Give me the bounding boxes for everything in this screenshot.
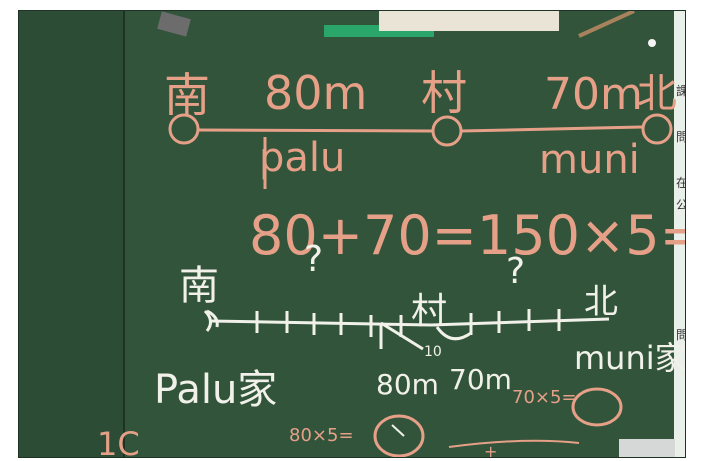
bracket-70m	[435, 326, 472, 341]
side-note: 公	[676, 198, 686, 212]
middle-circle	[431, 115, 463, 147]
village-label-top: 村	[421, 66, 467, 120]
bracket-80m	[379, 321, 424, 351]
answer-circle-right	[571, 387, 623, 427]
mark-80m: 80m	[376, 368, 439, 401]
right-end-circle	[641, 113, 673, 145]
magnet-dot	[648, 39, 656, 47]
chalk-tray	[619, 439, 675, 457]
chalkboard: 南 80m 村 70m 北 palu muni 80+70=150×5=750 …	[18, 10, 686, 458]
side-note: 課	[676, 83, 686, 98]
name-left-label: palu	[259, 135, 345, 181]
left-end-circle	[168, 113, 200, 145]
bottom-left-mark	[203, 309, 219, 332]
total-equation: 80+70=150×5=750	[249, 204, 686, 267]
name-right-label: muni	[539, 137, 640, 183]
side-note: 在	[676, 176, 686, 190]
calc-left: 80×5=	[289, 425, 354, 446]
bottom-number-line: 南 ? ? 村 北	[154, 239, 686, 413]
south-label-bottom: 南	[179, 263, 219, 309]
plus-sign: +	[484, 442, 497, 458]
paper-top	[379, 11, 559, 31]
multiplication-notes: 70×5= 80×5= +	[289, 387, 623, 458]
calc-right: 70×5=	[512, 387, 577, 408]
question-mark-left: ?	[304, 239, 323, 280]
north-label-bottom: 北	[584, 282, 618, 322]
answer-circle-mark	[391, 424, 405, 437]
bottom-arc	[448, 439, 580, 448]
left-segment	[197, 128, 434, 133]
distance-left-label: 80m	[264, 66, 367, 120]
mark-10: 10	[424, 344, 442, 360]
question-mark-right: ?	[506, 251, 525, 292]
north-label-top: 北	[637, 71, 677, 117]
label-right-house: muni家	[574, 339, 686, 377]
side-note: 問	[676, 328, 686, 342]
chalkboard-drawing: 南 80m 村 70m 北 palu muni 80+70=150×5=750 …	[19, 11, 686, 458]
board-left-panel	[19, 11, 124, 457]
mark-70m: 70m	[449, 363, 512, 396]
right-paper-strip	[674, 11, 685, 457]
eraser-magnet	[157, 11, 191, 37]
label-left-house: Palu家	[154, 367, 277, 413]
right-segment	[460, 125, 644, 133]
bottom-line-left	[210, 319, 432, 327]
side-note: 問	[676, 130, 686, 144]
south-label-top: 南	[164, 68, 210, 122]
wooden-pointer	[578, 11, 635, 38]
answer-circle-left	[373, 414, 425, 457]
distance-right-label: 70m	[544, 69, 643, 120]
corner-mark: 1C	[97, 425, 140, 458]
bottom-line-right	[430, 317, 610, 327]
top-distance-diagram: 南 80m 村 70m 北 palu muni	[164, 66, 677, 189]
